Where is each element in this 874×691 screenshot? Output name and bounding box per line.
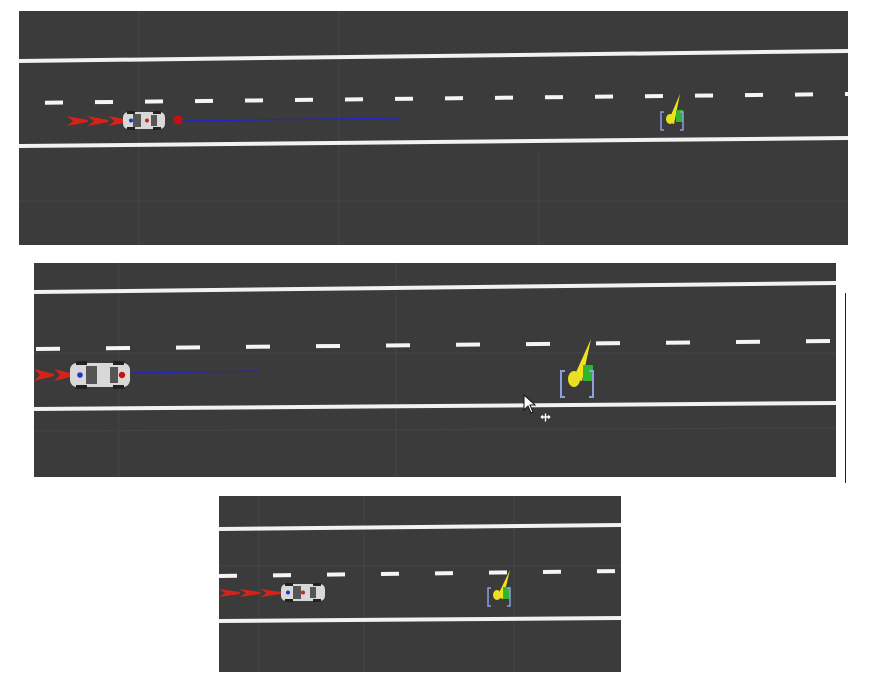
goal-pose-marker[interactable] xyxy=(660,94,684,131)
road-canvas[interactable] xyxy=(34,263,836,477)
planned-path xyxy=(131,370,261,374)
trajectory-arrow-icon xyxy=(239,589,261,597)
divider-line xyxy=(845,293,846,483)
ego-vehicle[interactable] xyxy=(281,583,325,602)
mouse-pointer-icon xyxy=(523,393,537,414)
goal-pose-marker[interactable] xyxy=(560,339,594,398)
trajectory-arrow-icon xyxy=(219,589,240,597)
trajectory-arrow-icon xyxy=(260,589,281,597)
view-bottom[interactable] xyxy=(219,496,621,672)
center-dashed-line xyxy=(219,569,616,578)
view-top[interactable] xyxy=(19,11,848,245)
trajectory-arrow-icon xyxy=(54,369,74,381)
trajectory-arrows xyxy=(34,369,74,381)
road-canvas[interactable] xyxy=(19,11,848,245)
path-start-point xyxy=(173,115,183,125)
trajectory-arrow-icon xyxy=(87,116,109,126)
center-dashed-line xyxy=(44,92,848,105)
ground-grid xyxy=(19,11,848,245)
road-edge-lower xyxy=(34,401,836,411)
trajectory-arrows xyxy=(219,589,281,597)
ground-grid xyxy=(219,496,621,672)
road-edge-lower xyxy=(19,136,848,148)
trajectory-arrow-icon xyxy=(108,116,129,126)
road-edge-upper xyxy=(19,49,848,63)
move-cross-icon xyxy=(540,413,551,422)
road-edge-upper xyxy=(219,523,621,531)
road-edge-upper xyxy=(34,281,836,294)
ego-vehicle[interactable] xyxy=(70,361,130,389)
trajectory-arrows xyxy=(67,116,129,126)
road-edge-lower xyxy=(219,616,621,623)
planned-path xyxy=(180,117,400,122)
trajectory-arrow-icon xyxy=(34,369,54,381)
trajectory-arrow-icon xyxy=(67,116,88,126)
view-middle[interactable] xyxy=(34,263,836,477)
ego-vehicle[interactable] xyxy=(123,111,165,130)
center-dashed-line xyxy=(35,339,831,351)
goal-pose-marker[interactable] xyxy=(487,570,511,607)
ground-grid xyxy=(34,263,836,477)
road-canvas[interactable] xyxy=(219,496,621,672)
